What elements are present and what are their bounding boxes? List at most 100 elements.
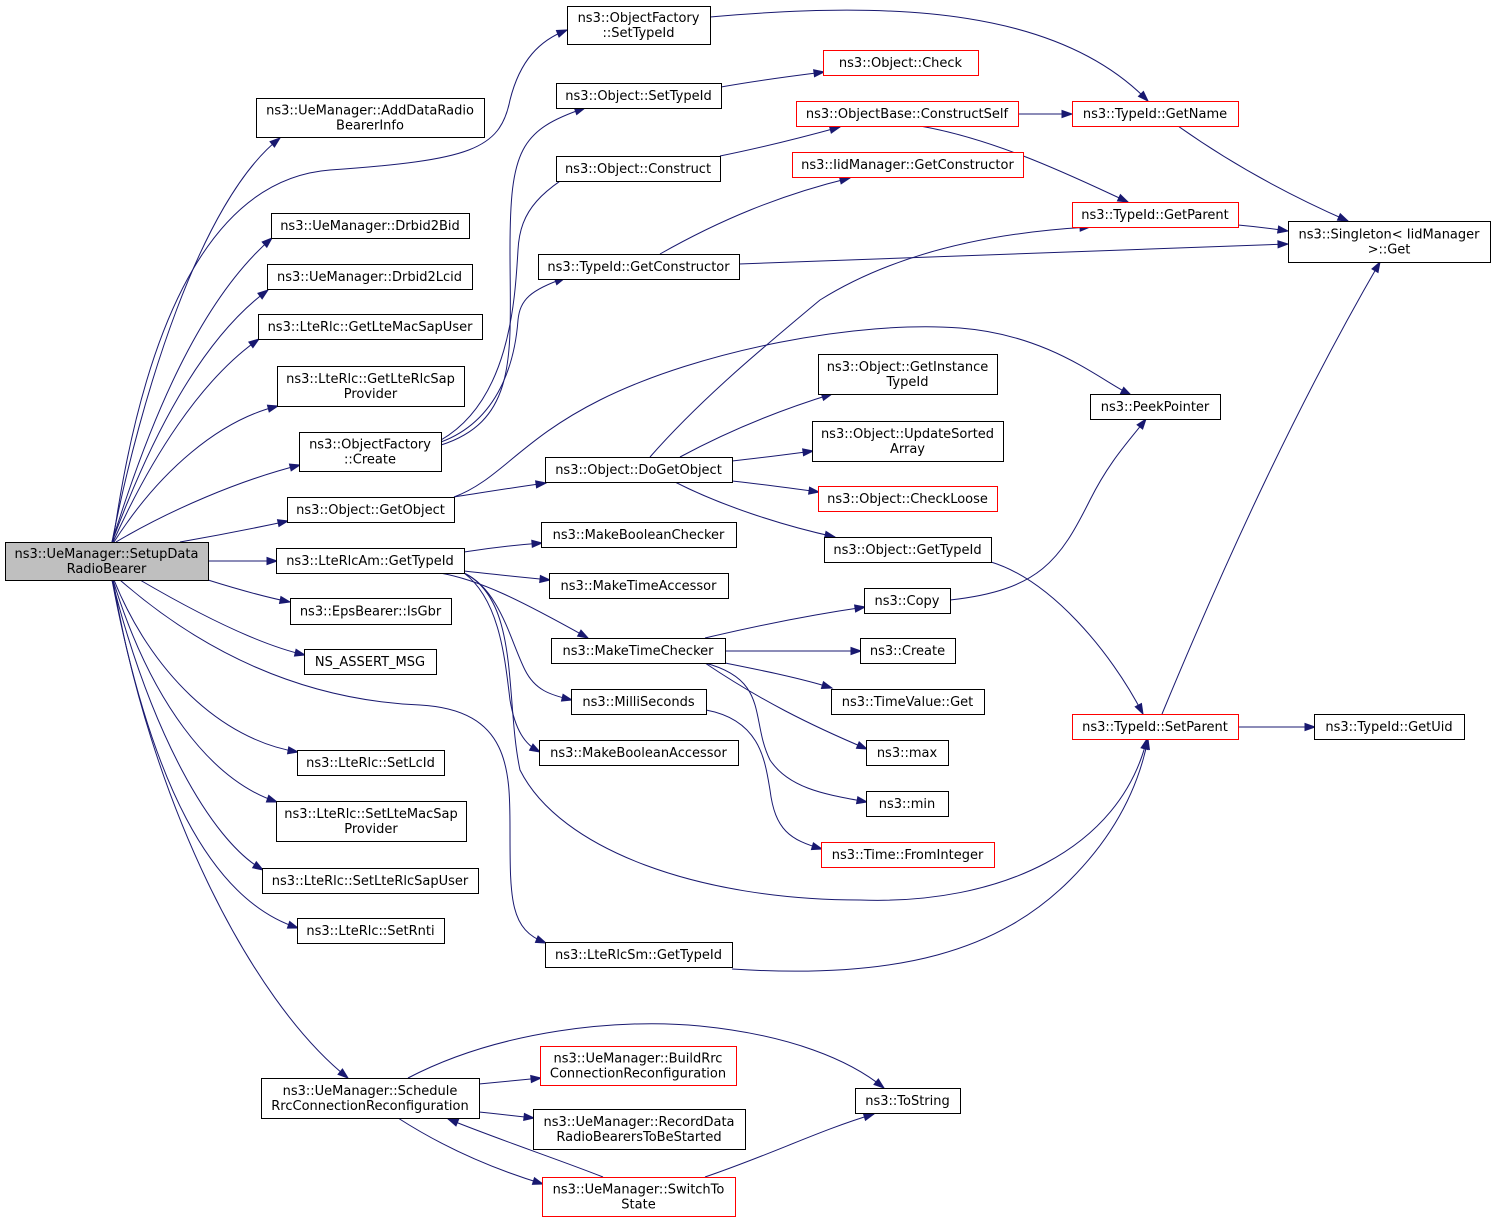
node-label: ns3::ObjectFactory bbox=[578, 11, 700, 26]
node-obj_settypeid[interactable]: ns3::Object::SetTypeId bbox=[556, 83, 722, 109]
edge-arrowhead bbox=[337, 1068, 350, 1079]
node-maketimeaccessor[interactable]: ns3::MakeTimeAccessor bbox=[549, 573, 729, 599]
node-ns_assert_msg[interactable]: NS_ASSERT_MSG bbox=[304, 649, 437, 675]
edge-arrowhead bbox=[523, 1112, 536, 1122]
edge-obj_dogetobject-to-obj_checkloose bbox=[731, 480, 821, 495]
node-min[interactable]: ns3::min bbox=[866, 791, 949, 817]
node-makeboolchecker[interactable]: ns3::MakeBooleanChecker bbox=[541, 522, 737, 548]
edge-of_settypeid-to-tid_getname bbox=[709, 9, 1150, 103]
node-tostring[interactable]: ns3::ToString bbox=[855, 1088, 961, 1114]
node-label: TypeId bbox=[886, 375, 929, 390]
edge-arrowhead bbox=[1136, 417, 1147, 430]
edge-root-to-setltemacsap bbox=[112, 579, 279, 803]
node-drbid2lcid[interactable]: ns3::UeManager::Drbid2Lcid bbox=[267, 264, 473, 290]
edge-arrowhead bbox=[838, 176, 852, 185]
edge-switchtostate-to-schedulerrc bbox=[446, 1118, 604, 1178]
node-label: ns3::Object::CheckLoose bbox=[827, 492, 988, 507]
node-label: NS_ASSERT_MSG bbox=[315, 655, 425, 670]
node-label: ns3::UeManager::SetupData bbox=[15, 547, 199, 562]
node-label: ns3::UeManager::Drbid2Lcid bbox=[277, 270, 462, 285]
node-label: ::Create bbox=[344, 453, 396, 468]
node-label: ns3::ToString bbox=[865, 1094, 950, 1109]
node-label: ns3::UeManager::SwitchTo bbox=[553, 1183, 725, 1198]
node-box bbox=[277, 366, 465, 407]
node-tid_getparent[interactable]: ns3::TypeId::GetParent bbox=[1072, 202, 1239, 228]
node-lterlcsm_gettid[interactable]: ns3::LteRlcSm::GetTypeId bbox=[545, 942, 733, 968]
node-obj_getobject[interactable]: ns3::Object::GetObject bbox=[287, 497, 455, 523]
node-setlcid[interactable]: ns3::LteRlc::SetLcId bbox=[297, 750, 445, 776]
edge-arrowhead bbox=[1137, 90, 1150, 103]
node-tid_getname[interactable]: ns3::TypeId::GetName bbox=[1072, 101, 1239, 127]
node-box bbox=[567, 6, 711, 45]
node-of_create[interactable]: ns3::ObjectFactory::Create bbox=[299, 432, 442, 472]
node-box bbox=[556, 83, 722, 109]
node-label: ns3::ObjectFactory bbox=[309, 438, 431, 453]
node-constructself[interactable]: ns3::ObjectBase::ConstructSelf bbox=[796, 101, 1019, 127]
node-timevalue_get[interactable]: ns3::TimeValue::Get bbox=[831, 689, 985, 715]
node-box bbox=[271, 213, 470, 239]
edge-arrowhead bbox=[1336, 212, 1350, 222]
edge-arrowhead bbox=[1277, 240, 1290, 249]
node-obj_checkloose[interactable]: ns3::Object::CheckLoose bbox=[818, 486, 998, 512]
node-create[interactable]: ns3::Create bbox=[860, 638, 956, 664]
node-epsbearer_isgbr[interactable]: ns3::EpsBearer::IsGbr bbox=[290, 598, 452, 625]
node-box bbox=[297, 918, 445, 944]
node-makeboolaccessor[interactable]: ns3::MakeBooleanAccessor bbox=[539, 740, 739, 766]
node-tid_getctor[interactable]: ns3::TypeId::GetConstructor bbox=[538, 254, 740, 280]
node-tid_getuid[interactable]: ns3::TypeId::GetUid bbox=[1314, 714, 1465, 740]
node-label: ns3::LteRlcSm::GetTypeId bbox=[555, 948, 722, 963]
node-box bbox=[1288, 221, 1491, 263]
node-obj_construct[interactable]: ns3::Object::Construct bbox=[556, 156, 721, 182]
node-obj_dogetobject[interactable]: ns3::Object::DoGetObject bbox=[545, 457, 733, 483]
node-peekpointer[interactable]: ns3::PeekPointer bbox=[1090, 394, 1221, 420]
node-recorddrb[interactable]: ns3::UeManager::RecordDataRadioBearersTo… bbox=[533, 1109, 746, 1150]
node-singleton_get[interactable]: ns3::Singleton< IidManager >::Get bbox=[1288, 221, 1491, 263]
node-box bbox=[256, 98, 485, 138]
edge-arrowhead bbox=[534, 935, 548, 944]
edge-arrowhead bbox=[251, 860, 265, 871]
node-setrnti[interactable]: ns3::LteRlc::SetRnti bbox=[297, 918, 445, 944]
node-tid_setparent[interactable]: ns3::TypeId::SetParent bbox=[1072, 714, 1239, 740]
node-setlterlcsapuser[interactable]: ns3::LteRlc::SetLteRlcSapUser bbox=[262, 868, 479, 894]
node-label: ns3::PeekPointer bbox=[1101, 400, 1210, 415]
edge-arrowhead bbox=[265, 794, 279, 803]
node-box bbox=[538, 254, 740, 280]
node-label: ConnectionReconfiguration bbox=[550, 1067, 726, 1082]
edge-obj_dogetobject-to-obj_gettypeid bbox=[674, 481, 837, 539]
node-obj_check[interactable]: ns3::Object::Check bbox=[823, 50, 979, 76]
node-milliseconds[interactable]: ns3::MilliSeconds bbox=[571, 689, 707, 715]
node-label: ns3::TypeId::GetConstructor bbox=[547, 260, 730, 275]
node-iid_getctor[interactable]: ns3::IidManager::GetConstructor bbox=[792, 152, 1024, 178]
node-getltemacsapuser[interactable]: ns3::LteRlc::GetLteMacSapUser bbox=[258, 314, 483, 340]
edge-arrowhead bbox=[855, 795, 869, 805]
node-time_frominteger[interactable]: ns3::Time::FromInteger bbox=[821, 842, 995, 868]
node-obj_gettypeid[interactable]: ns3::Object::GetTypeId bbox=[824, 537, 992, 563]
node-drbid2bid[interactable]: ns3::UeManager::Drbid2Bid bbox=[271, 213, 470, 239]
node-lterlcam_gettid[interactable]: ns3::LteRlcAm::GetTypeId bbox=[276, 548, 465, 574]
node-buildrrc[interactable]: ns3::UeManager::BuildRrcConnectionReconf… bbox=[540, 1046, 737, 1086]
edge-obj_getobject-to-peekpointer bbox=[453, 326, 1133, 498]
edge-root-to-getltercsap bbox=[113, 404, 280, 543]
node-label: ns3::UeManager::BuildRrc bbox=[554, 1052, 723, 1067]
edge-root-to-of_create bbox=[115, 463, 302, 543]
node-of_settypeid[interactable]: ns3::ObjectFactory::SetTypeId bbox=[567, 6, 711, 45]
node-label: ns3::ObjectBase::ConstructSelf bbox=[806, 107, 1009, 122]
edge-milliseconds-to-time_frominteger bbox=[705, 709, 824, 851]
node-box bbox=[5, 542, 209, 581]
node-max[interactable]: ns3::max bbox=[866, 740, 949, 766]
edge-root-to-lterlcam_gettid bbox=[208, 556, 279, 566]
node-label: ns3::IidManager::GetConstructor bbox=[801, 158, 1014, 173]
node-schedulerrc[interactable]: ns3::UeManager::ScheduleRrcConnectionRec… bbox=[261, 1078, 480, 1119]
edge-arrowhead bbox=[813, 69, 826, 78]
edge-arrowhead bbox=[286, 746, 300, 755]
node-maketimechecker[interactable]: ns3::MakeTimeChecker bbox=[551, 638, 726, 664]
node-label: ns3::max bbox=[877, 746, 938, 761]
node-copy[interactable]: ns3::Copy bbox=[864, 588, 951, 614]
